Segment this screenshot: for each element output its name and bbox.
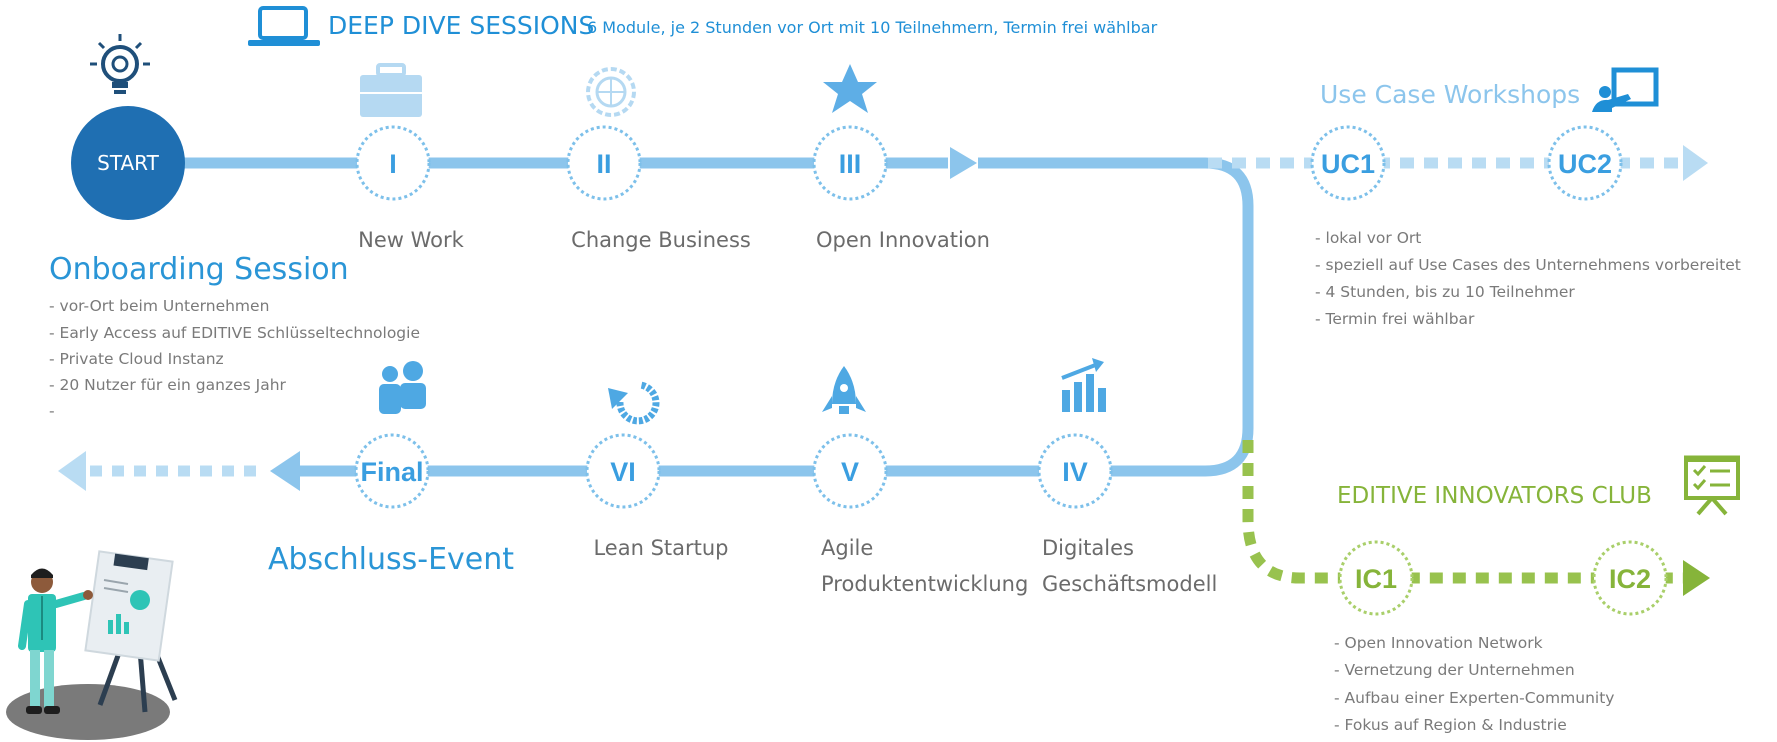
onboarding-bullet: - vor-Ort beim Unternehmen — [49, 297, 269, 315]
people-icon — [379, 361, 426, 414]
module-node-1[interactable]: I — [355, 125, 431, 201]
abschluss-title: Abschluss-Event — [268, 542, 514, 577]
module-node-5[interactable]: V — [812, 433, 888, 509]
start-label: START — [97, 151, 159, 175]
uc-node-1-label: UC1 — [1321, 149, 1375, 179]
use-case-bullet: - speziell auf Use Cases des Unternehmen… — [1315, 256, 1741, 274]
module-5-label-line1: Agile — [821, 536, 873, 560]
uc-node-2[interactable]: UC2 — [1547, 125, 1623, 201]
ic-node-1-label: IC1 — [1355, 564, 1397, 594]
ic-node-1[interactable]: IC1 — [1338, 540, 1414, 616]
use-case-bullet: - lokal vor Ort — [1315, 229, 1421, 247]
deep-dive-title: DEEP DIVE SESSIONS — [328, 11, 594, 40]
module-node-2[interactable]: II — [566, 125, 642, 201]
start-circle[interactable] — [71, 106, 185, 220]
module-node-1-label: I — [389, 149, 397, 179]
module-node-3[interactable]: III — [812, 125, 888, 201]
use-case-bullet: - Termin frei wählbar — [1315, 310, 1475, 328]
onboarding-bullet: - Private Cloud Instanz — [49, 350, 224, 368]
uc-node-1[interactable]: UC1 — [1310, 125, 1386, 201]
exit-arrow — [58, 451, 262, 491]
module-node-6[interactable]: VI — [585, 433, 661, 509]
module-node-4[interactable]: IV — [1037, 433, 1113, 509]
innovators-bullet: - Open Innovation Network — [1334, 634, 1543, 652]
onboarding-title: Onboarding Session — [49, 252, 349, 287]
module-node-5-label: V — [841, 457, 859, 487]
ic-node-2-label: IC2 — [1609, 564, 1651, 594]
laptop-icon — [248, 6, 320, 46]
refresh-icon — [608, 381, 660, 425]
bar-chart-icon — [1061, 358, 1106, 412]
uc-node-2-label: UC2 — [1558, 149, 1612, 179]
innovators-bullet: - Vernetzung der Unternehmen — [1334, 661, 1575, 679]
star-icon — [823, 64, 877, 113]
innovators-club-title: EDITIVE INNOVATORS CLUB — [1337, 483, 1652, 509]
onboarding-bullet: - Early Access auf EDITIVE Schlüsseltech… — [49, 324, 420, 342]
checklist-easel-icon — [1684, 455, 1740, 516]
module-4-label-line1: Digitales — [1042, 536, 1134, 560]
innovators-path — [1242, 440, 1710, 596]
lightbulb-gear-icon — [90, 34, 150, 94]
deep-dive-subtitle: 6 Module, je 2 Stunden vor Ort mit 10 Te… — [587, 18, 1158, 37]
module-node-3-label: III — [839, 149, 862, 179]
module-3-label: Open Innovation — [816, 228, 990, 252]
module-2-label: Change Business — [571, 228, 751, 252]
presenter-illustration — [6, 550, 178, 740]
onboarding-bullet: - 20 Nutzer für ein ganzes Jahr — [49, 376, 287, 394]
innovators-bullet: - Fokus auf Region & Industrie — [1334, 716, 1567, 734]
module-1-label: New Work — [358, 228, 464, 252]
module-node-2-label: II — [596, 149, 611, 179]
module-5-label-line2: Produktentwicklung — [821, 572, 1028, 596]
module-node-final[interactable]: Final — [354, 433, 430, 509]
briefcase-icon — [360, 63, 422, 117]
use-case-title: Use Case Workshops — [1320, 80, 1580, 109]
ic-node-2[interactable]: IC2 — [1592, 540, 1668, 616]
rocket-icon — [822, 366, 866, 414]
use-case-bullet: - 4 Stunden, bis zu 10 Teilnehmer — [1315, 283, 1575, 301]
module-node-4-label: IV — [1062, 457, 1088, 487]
onboarding-bullet: - — [49, 402, 55, 420]
module-4-label-line2: Geschäftsmodell — [1042, 572, 1217, 596]
innovators-bullet: - Aufbau einer Experten-Community — [1334, 689, 1614, 707]
globe-gear-icon — [586, 67, 636, 117]
module-node-6-label: VI — [610, 457, 636, 487]
presentation-board-icon — [1592, 67, 1659, 112]
module-node-final-label: Final — [360, 457, 423, 487]
use-case-path — [1208, 145, 1708, 181]
module-6-label: Lean Startup — [593, 536, 728, 560]
